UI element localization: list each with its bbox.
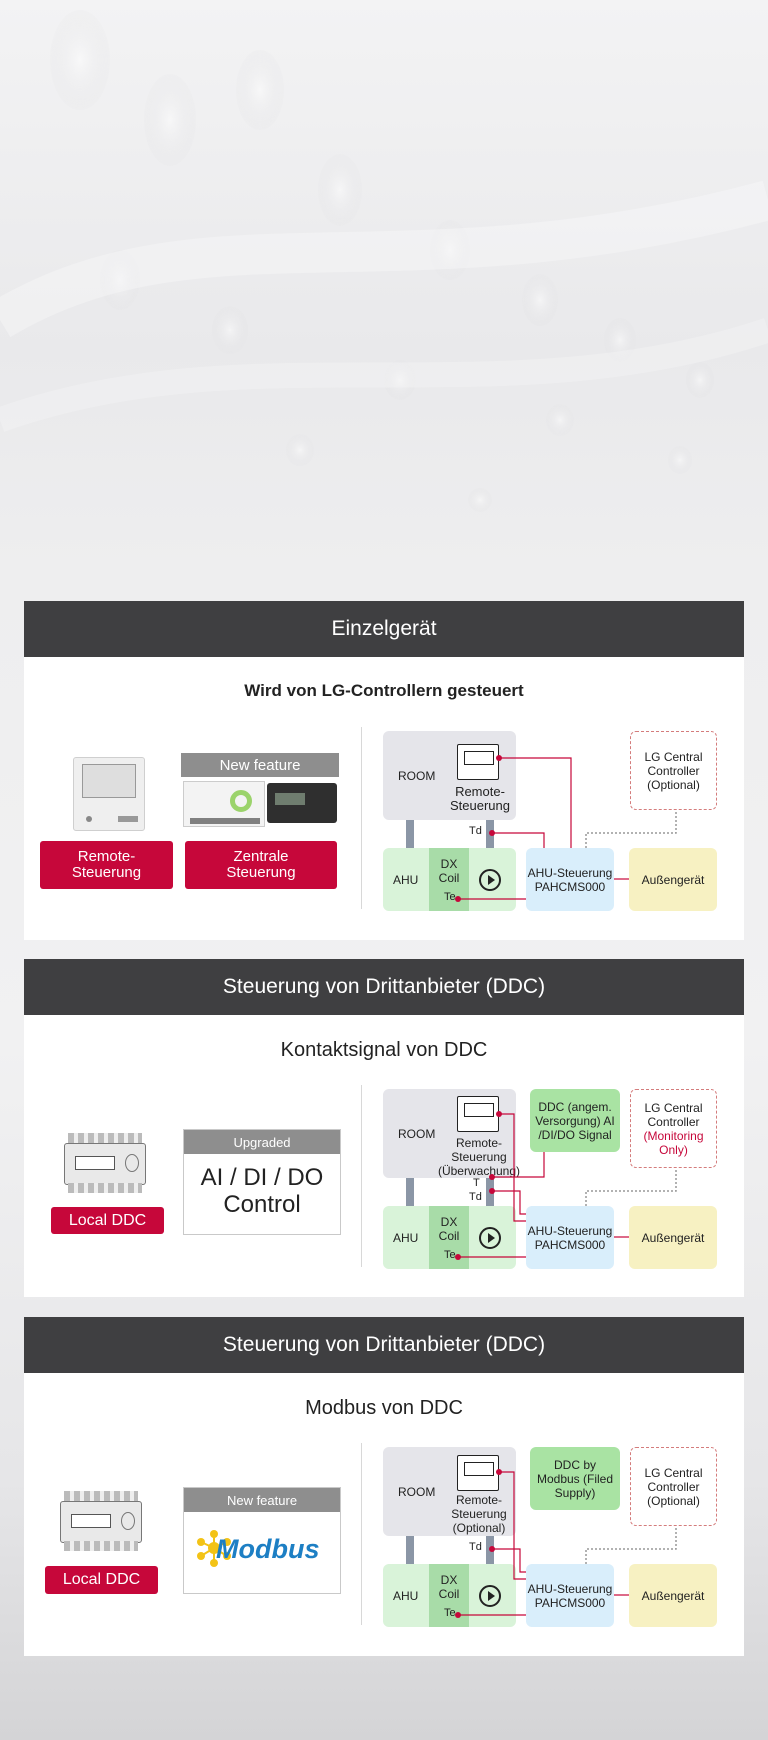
room-label: ROOM — [398, 768, 436, 783]
duct-left — [406, 1178, 414, 1206]
t-label: T — [473, 1177, 480, 1189]
remote-controller-icon — [457, 1096, 499, 1132]
lg-controller-label: LG Central Controller (Optional) — [644, 1465, 703, 1508]
ddc-modbus-label: DDC by Modbus (Filed Supply) — [536, 1457, 614, 1500]
dx-coil-box: DX Coil — [429, 1564, 469, 1627]
outdoor-unit-label: Außengerät — [641, 872, 705, 887]
local-ddc-label[interactable]: Local DDC — [45, 1566, 158, 1594]
wiring-lines — [455, 1469, 677, 1618]
panel-header: Steuerung von Drittanbieter (DDC) — [24, 1317, 744, 1373]
panel-subtitle: Kontaktsignal von DDC — [280, 1039, 488, 1061]
panel-ddc-contact: Steuerung von Drittanbieter (DDC) Kontak… — [24, 959, 744, 1297]
ahu-label: AHU — [393, 1588, 419, 1603]
duct-left — [406, 820, 414, 848]
panel-header: Einzelgerät — [24, 601, 744, 657]
dx-coil-box: DX Coil — [429, 1206, 469, 1269]
upgraded-card: Upgraded AI / DI / DO Control — [183, 1129, 341, 1235]
lg-central-controller-box: LG Central Controller (Optional) — [630, 1447, 717, 1526]
td-label: Td — [469, 1191, 482, 1203]
card-body: AI / DI / DO Control — [200, 1164, 324, 1218]
zentrale-steuerung-button[interactable]: Zentrale Steuerung — [185, 841, 337, 889]
new-feature-card: New feature Modbus — [183, 1487, 341, 1594]
wiring-lines — [455, 755, 677, 902]
outdoor-unit-box: Außengerät — [629, 1564, 717, 1627]
dx-coil-box: DX Coil — [429, 848, 469, 911]
fan-icon — [479, 1585, 501, 1607]
lg-central-controller-box: LG Central Controller (Optional) — [630, 731, 717, 810]
dx-coil-label: DX Coil — [438, 856, 460, 885]
ahu-controller-box: AHU-Steuerung PAHCMS000 — [526, 848, 614, 911]
outdoor-unit-label: Außengerät — [641, 1230, 705, 1245]
ddc-modbus-box: DDC by Modbus (Filed Supply) — [530, 1447, 620, 1510]
central-controller-card: New feature — [181, 753, 339, 832]
feature-label: New feature — [181, 753, 339, 777]
ddc-signal-box: DDC (angem. Versorgung) AI /DI/DO Signal — [530, 1089, 620, 1152]
dx-coil-label: DX Coil — [438, 1214, 460, 1243]
panel-einzelgeraet: Einzelgerät Wird von LG-Controllern gest… — [24, 601, 744, 940]
remote-steuerung-button[interactable]: Remote-Steuerung — [40, 841, 173, 889]
ahu-controller-label: AHU-Steuerung PAHCMS000 — [527, 865, 613, 894]
remote-label: Remote-Steuerung — [450, 784, 510, 813]
td-label: Td — [469, 825, 482, 837]
fan-icon — [479, 1227, 501, 1249]
ahu-controller-box: AHU-Steuerung PAHCMS000 — [526, 1206, 614, 1269]
outdoor-unit-box: Außengerät — [629, 848, 717, 911]
fan-icon — [479, 869, 501, 891]
td-label: Td — [469, 1541, 482, 1553]
outdoor-unit-box: Außengerät — [629, 1206, 717, 1269]
room-label: ROOM — [398, 1484, 436, 1499]
vertical-divider — [361, 1085, 362, 1267]
modbus-logo-icon — [197, 1530, 231, 1567]
modbus-logo-text: Modbus — [216, 1534, 320, 1564]
local-ddc-label[interactable]: Local DDC — [51, 1207, 164, 1234]
remote-label: Remote-Steuerung (Optional) — [451, 1493, 507, 1535]
lg-monitoring-label: (Monitoring Only) — [643, 1128, 704, 1157]
remote-label: Remote-Steuerung (Überwachung) — [437, 1136, 521, 1178]
room-label: ROOM — [398, 1126, 436, 1141]
ddc-device-image — [64, 1133, 146, 1193]
ddc-device-image — [60, 1491, 142, 1551]
te-label: Te — [444, 1607, 456, 1619]
te-label: Te — [444, 891, 456, 903]
modbus-logo: Modbus — [192, 1528, 334, 1572]
vertical-divider — [361, 727, 362, 909]
dx-coil-label: DX Coil — [438, 1572, 460, 1601]
ahu-controller-label: AHU-Steuerung PAHCMS000 — [527, 1581, 613, 1610]
wiring-lines — [455, 1111, 677, 1260]
central-controller-image — [183, 781, 265, 827]
ahu-controller-box: AHU-Steuerung PAHCMS000 — [526, 1564, 614, 1627]
vertical-divider — [361, 1443, 362, 1625]
outdoor-unit-label: Außengerät — [641, 1588, 705, 1603]
lg-controller-label: LG Central Controller — [644, 1100, 703, 1129]
lg-controller-label: LG Central Controller (Optional) — [644, 749, 703, 792]
te-label: Te — [444, 1249, 456, 1261]
ahu-controller-label: AHU-Steuerung PAHCMS000 — [527, 1223, 613, 1252]
ahu-label: AHU — [393, 872, 419, 887]
panel-subtitle: Wird von LG-Controllern gesteuert — [244, 681, 524, 700]
lg-central-controller-box: LG Central Controller (Monitoring Only) — [630, 1089, 717, 1168]
remote-controller-icon — [457, 744, 499, 780]
card-header: Upgraded — [184, 1130, 340, 1154]
duct-left — [406, 1536, 414, 1564]
remote-controller-image — [73, 757, 145, 831]
central-controller-device — [267, 783, 337, 823]
panel-header: Steuerung von Drittanbieter (DDC) — [24, 959, 744, 1015]
panel-subtitle: Modbus von DDC — [305, 1397, 463, 1419]
panel-ddc-modbus: Steuerung von Drittanbieter (DDC) Modbus… — [24, 1317, 744, 1656]
room-box: ROOM — [383, 1447, 516, 1536]
ahu-label: AHU — [393, 1230, 419, 1245]
background-pattern — [0, 10, 768, 512]
ddc-signal-label: DDC (angem. Versorgung) AI /DI/DO Signal — [535, 1099, 615, 1142]
card-header: New feature — [184, 1488, 340, 1512]
